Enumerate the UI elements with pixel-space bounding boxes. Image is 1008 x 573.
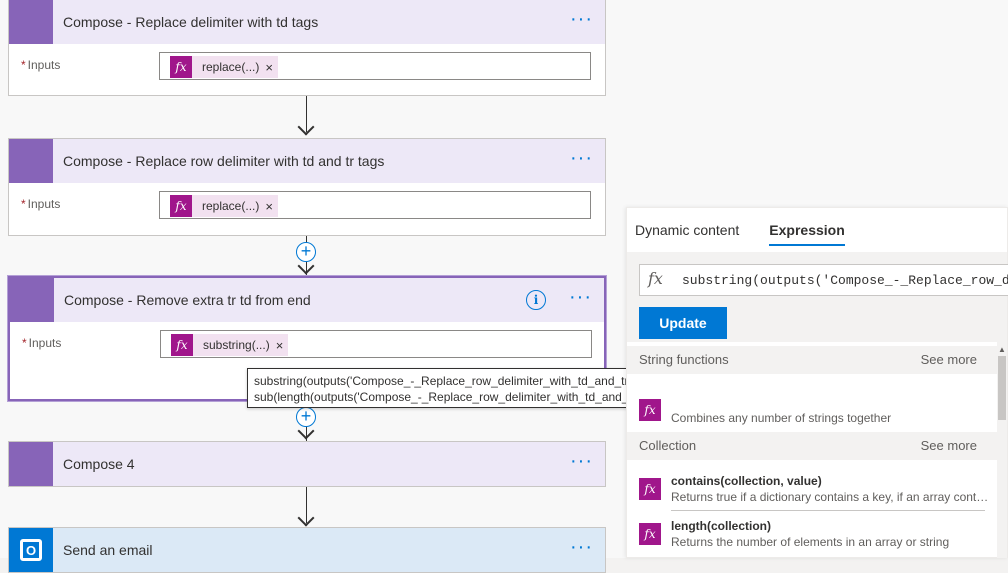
function-name: length(collection) xyxy=(671,519,771,533)
function-item-contains[interactable]: fx contains(collection, value) Returns t… xyxy=(639,470,989,510)
compose-icon xyxy=(9,442,53,486)
function-name: contains(collection, value) xyxy=(671,474,822,488)
function-description: Returns the number of elements in an arr… xyxy=(671,535,950,549)
more-icon[interactable]: ··· xyxy=(570,147,593,169)
card-header[interactable]: O Send an email ··· xyxy=(9,528,605,572)
function-description: Returns true if a dictionary contains a … xyxy=(671,490,989,504)
fx-icon: fx xyxy=(170,56,192,78)
see-more-link[interactable]: See more xyxy=(920,352,977,367)
compose-card-4[interactable]: Compose 4 ··· xyxy=(8,441,606,487)
scroll-up-icon[interactable]: ▲ xyxy=(998,345,1006,354)
card-header[interactable]: Compose - Remove extra tr td from end i … xyxy=(10,278,604,322)
inputs-label: *Inputs xyxy=(22,336,62,350)
card-title: Compose - Replace row delimiter with td … xyxy=(63,153,385,169)
section-string-functions: String functions See more xyxy=(627,346,999,374)
flow-canvas: Compose - Replace delimiter with td tags… xyxy=(8,0,1008,573)
update-button[interactable]: Update xyxy=(639,307,727,339)
token-label: replace(...) xyxy=(202,60,260,74)
expression-value: substring(outputs('Compose_-_Replace_row… xyxy=(682,273,1008,288)
section-title: Collection xyxy=(639,438,697,453)
scrollbar[interactable] xyxy=(997,342,1007,558)
add-step-icon[interactable]: + xyxy=(296,242,316,262)
token-remove-icon[interactable]: × xyxy=(275,337,284,353)
function-item-length[interactable]: fx length(collection) Returns the number… xyxy=(639,515,979,555)
connector-line xyxy=(306,487,307,523)
more-icon[interactable]: ··· xyxy=(569,286,592,308)
compose-card-2[interactable]: Compose - Replace row delimiter with td … xyxy=(8,138,606,236)
fx-icon: fx xyxy=(639,399,661,421)
outlook-icon: O xyxy=(9,528,53,572)
card-header[interactable]: Compose 4 ··· xyxy=(9,442,605,486)
section-title: String functions xyxy=(639,352,729,367)
card-header[interactable]: Compose - Replace delimiter with td tags… xyxy=(9,0,605,44)
token-remove-icon[interactable]: × xyxy=(265,198,273,214)
expression-token[interactable]: fx substring(...) × xyxy=(171,334,289,356)
more-icon[interactable]: ··· xyxy=(570,8,593,30)
token-remove-icon[interactable]: × xyxy=(265,59,273,75)
token-label: substring(...) xyxy=(203,338,270,352)
expression-token[interactable]: fx replace(...) × xyxy=(170,56,278,78)
inputs-field[interactable]: fx replace(...) × xyxy=(159,52,591,80)
see-more-link[interactable]: See more xyxy=(920,438,977,453)
compose-icon xyxy=(9,139,53,183)
arrow-down-icon xyxy=(297,118,315,136)
card-title: Compose 4 xyxy=(63,456,135,472)
fx-icon: fx xyxy=(648,269,663,288)
arrow-down-icon xyxy=(297,509,315,527)
fx-icon: fx xyxy=(639,478,661,500)
inputs-field[interactable]: fx substring(...) × xyxy=(160,330,592,358)
compose-card-1[interactable]: Compose - Replace delimiter with td tags… xyxy=(8,0,606,96)
token-label: replace(...) xyxy=(202,199,260,213)
more-icon[interactable]: ··· xyxy=(570,536,593,558)
info-icon[interactable]: i xyxy=(526,290,546,310)
compose-icon xyxy=(10,278,54,322)
send-email-card[interactable]: O Send an email ··· xyxy=(8,527,606,573)
inputs-field[interactable]: fx replace(...) × xyxy=(159,191,591,219)
tab-expression[interactable]: Expression xyxy=(769,212,846,248)
function-description: Combines any number of strings together xyxy=(671,411,892,425)
compose-card-3[interactable]: Compose - Remove extra tr td from end i … xyxy=(8,276,606,401)
dynamic-content-panel: Dynamic content Expression fx substring(… xyxy=(626,207,1008,558)
expression-token[interactable]: fx replace(...) × xyxy=(170,195,278,217)
fx-icon: fx xyxy=(170,195,192,217)
inputs-label: *Inputs xyxy=(21,197,61,211)
expression-input[interactable]: fx substring(outputs('Compose_-_Replace_… xyxy=(639,264,1008,296)
more-icon[interactable]: ··· xyxy=(570,450,593,472)
expression-editor: fx substring(outputs('Compose_-_Replace_… xyxy=(627,252,1008,342)
divider xyxy=(671,510,985,511)
tab-dynamic-content[interactable]: Dynamic content xyxy=(635,222,740,238)
card-title: Compose - Replace delimiter with td tags xyxy=(63,14,319,30)
card-title: Compose - Remove extra tr td from end xyxy=(64,292,311,308)
function-item[interactable]: fx Combines any number of strings togeth… xyxy=(639,391,979,431)
card-title: Send an email xyxy=(63,542,153,558)
connector-line xyxy=(306,96,307,132)
scrollbar-thumb[interactable] xyxy=(998,356,1006,420)
fx-icon: fx xyxy=(171,334,193,356)
compose-icon xyxy=(9,0,53,44)
inputs-label: *Inputs xyxy=(21,58,61,72)
panel-tabs: Dynamic content Expression xyxy=(627,208,1007,252)
fx-icon: fx xyxy=(639,523,661,545)
card-header[interactable]: Compose - Replace row delimiter with td … xyxy=(9,139,605,183)
section-collection: Collection See more xyxy=(627,432,999,460)
